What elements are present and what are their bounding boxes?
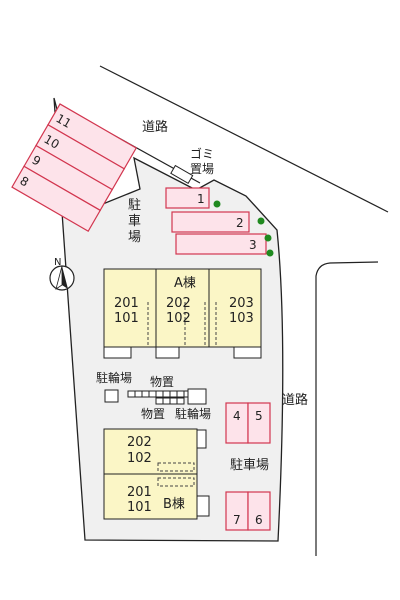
parking-stall (171, 211, 250, 233)
parking-label-upper-1: 駐 (128, 198, 141, 213)
unit-number: 202 (127, 435, 152, 450)
unit-number: 201 (127, 485, 152, 500)
storage-units (127, 390, 192, 405)
unit-number: 101 (114, 311, 139, 326)
parking-label-lower: 駐車場 (230, 458, 269, 473)
building-b-unit-1 (103, 428, 198, 475)
unit-number: 202 (166, 296, 191, 311)
tree-icon (213, 200, 221, 208)
parking-stall (165, 187, 210, 209)
garbage-label-line1: ゴミ (190, 146, 214, 161)
balcony (103, 346, 132, 359)
top-parking-stalls: 1 2 3 (165, 187, 267, 255)
stall-number: 1 (197, 192, 205, 206)
building-b-name: B棟 (163, 497, 185, 512)
north-arrow-icon: N (49, 257, 75, 291)
balcony (233, 346, 262, 359)
tree-icon (266, 249, 274, 257)
bike-parking-label-1: 駐輪場 (96, 370, 132, 385)
walkway (157, 477, 195, 487)
unit-number: 102 (127, 451, 152, 466)
east-road-label: 道路 (282, 392, 308, 408)
stall-number: 11 (53, 111, 73, 131)
building-b-unit-2 (103, 473, 198, 520)
bottom-parking-stalls: 7 6 (225, 491, 271, 531)
balcony (196, 429, 207, 449)
stall-number: 3 (249, 238, 257, 252)
unit-number: 102 (166, 311, 191, 326)
trees (213, 200, 274, 257)
unit-number: 101 (127, 500, 152, 515)
storage-label-1: 物置 (150, 375, 174, 389)
building-a-unit-2 (155, 268, 210, 348)
parking-stall (247, 491, 271, 531)
unit-number: 201 (114, 296, 139, 311)
east-road (315, 261, 379, 556)
garbage-label-line2: 置場 (190, 162, 214, 176)
balcony (196, 495, 210, 517)
bike-parking-1 (104, 389, 119, 403)
bike-parking-2 (187, 388, 207, 405)
balcony (155, 346, 180, 359)
building-a: A棟 201 101 202 102 203 103 (103, 268, 262, 359)
north-road (89, 65, 389, 213)
parking-label-upper-3: 場 (128, 230, 141, 245)
building-a-unit-3 (208, 268, 262, 348)
unit-number: 203 (229, 296, 254, 311)
tree-icon (264, 234, 272, 242)
parking-stall (247, 402, 271, 444)
building-b: 202 102 201 101 B棟 (103, 428, 210, 520)
compass-label: N (54, 257, 61, 268)
building-a-unit-1 (103, 268, 157, 348)
stall-number: 5 (255, 409, 263, 423)
parking-label-upper-2: 車 (128, 214, 141, 229)
tree-icon (257, 217, 265, 225)
garbage-station (170, 164, 194, 185)
stall-number: 7 (233, 513, 241, 527)
north-road-label: 道路 (142, 119, 168, 135)
walkway (157, 462, 195, 472)
unit-number: 103 (229, 311, 254, 326)
parking-stall (11, 165, 102, 232)
stall-number: 2 (236, 216, 244, 230)
mid-parking-stalls: 4 5 (225, 402, 271, 444)
building-a-name: A棟 (174, 276, 196, 291)
parking-stall (175, 233, 267, 255)
storage-label-2: 物置 (141, 407, 165, 421)
stall-number: 6 (255, 513, 263, 527)
bike-parking-label-2: 駐輪場 (175, 406, 211, 421)
stall-number: 4 (233, 409, 241, 423)
left-parking-stalls: 11 10 9 8 (11, 103, 138, 232)
stall-number: 10 (41, 132, 61, 152)
